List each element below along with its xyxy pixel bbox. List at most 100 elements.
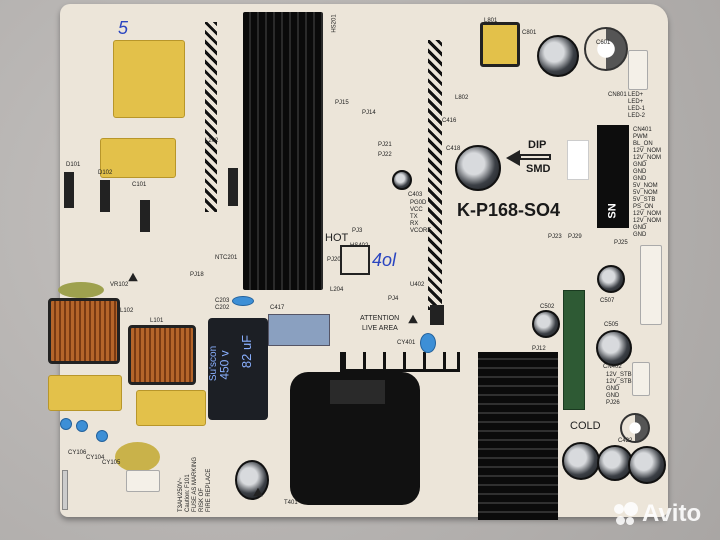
pin-label: GND <box>633 225 647 231</box>
pin-label: PJ26 <box>606 400 620 406</box>
connector-cn402 <box>632 362 650 396</box>
electrolytic-capacitor <box>597 265 625 293</box>
x-capacitor <box>48 375 122 411</box>
ref-designator: CY104 <box>86 455 105 461</box>
ref-designator: L802 <box>455 95 469 101</box>
cold-label: COLD <box>570 420 601 432</box>
ref-designator: C202 <box>215 305 230 311</box>
capacitor-footprint <box>620 413 650 443</box>
ref-designator: NTC201 <box>215 255 238 261</box>
pin-label: GND <box>633 169 647 175</box>
electrolytic-capacitor <box>562 442 600 480</box>
ref-designator: C417 <box>270 305 285 311</box>
ref-designator: PJ25 <box>614 240 628 246</box>
electrolytic-capacitor <box>532 310 560 338</box>
x-capacitor <box>136 390 206 426</box>
ref-designator: VR102 <box>110 282 129 288</box>
dip-label: DIP <box>528 139 547 151</box>
debug-pin-list: PG0D VCC TX RX VCORE <box>410 200 431 235</box>
fuse-warning-line: Caution: F101 <box>185 474 191 512</box>
watermark-brand: Avito <box>642 500 702 527</box>
barcode-sticker <box>567 140 589 180</box>
ref-designator: C418 <box>446 146 461 152</box>
pin-label: 12V_NOM <box>633 148 662 154</box>
fuse-warning-line: T3AH/250V~ <box>178 477 184 512</box>
pin-label: PWM <box>633 134 648 140</box>
ref-designator: L102 <box>120 308 134 314</box>
electrolytic-capacitor <box>455 145 501 191</box>
ref-designator: C422 <box>618 438 633 444</box>
pin-label: VCC <box>410 207 423 213</box>
diode <box>228 168 238 206</box>
ref-designator: C505 <box>604 322 619 328</box>
ref-designator: CY105 <box>102 460 121 466</box>
electrolytic-capacitor <box>537 35 579 77</box>
capacitor-value: 82 uF <box>239 334 255 369</box>
pin-label: GND <box>606 393 620 399</box>
ref-designator: C416 <box>442 118 457 124</box>
ref-designator: U402 <box>410 282 425 288</box>
ref-designator: D101 <box>66 162 81 168</box>
ref-designator: L202 <box>205 138 219 144</box>
cn801-pin-list: LED+ LED+ LED-1 LED-2 <box>628 92 645 120</box>
ref-designator: PJ14 <box>362 110 376 116</box>
pin-label: LED-1 <box>628 106 646 112</box>
pin-label: 12V_NOM <box>633 218 662 224</box>
primary-heatsink <box>243 12 323 290</box>
handwritten-mark: 4ol <box>372 250 397 270</box>
ref-designator: L204 <box>330 287 344 293</box>
pin-label: TX <box>410 214 418 220</box>
ceramic-capacitor <box>60 418 72 430</box>
ref-designator: C203 <box>215 298 230 304</box>
led-driver-inductor <box>480 22 520 67</box>
film-capacitor <box>268 314 330 346</box>
pin-label: GND <box>633 232 647 238</box>
ceramic-capacitor <box>420 333 436 353</box>
cn401-pin-list: PWM BL_ON 12V_NOM 12V_NOM GND GND GND 5V… <box>633 134 661 239</box>
ref-designator: C507 <box>600 298 615 304</box>
fuse-warning-line: FUSE AS MARKING <box>192 456 198 512</box>
diode <box>64 172 74 208</box>
cn402-pin-list: 12V_STB 12V_STB GND GND PJ26 <box>606 372 632 407</box>
x-capacitor <box>100 138 176 178</box>
diode <box>140 200 150 232</box>
fuse-warning-line: FIRE REPLACE <box>206 468 212 512</box>
connector-cn801 <box>628 50 648 90</box>
transformer-core <box>330 380 385 404</box>
pin-label: LED+ <box>628 92 644 98</box>
avito-logo-icon <box>614 500 654 530</box>
ref-designator: CY106 <box>68 450 87 456</box>
arrow-shaft <box>519 154 551 160</box>
ceramic-capacitor <box>232 296 254 306</box>
ref-designator: PJ3 <box>352 228 363 234</box>
daughter-board <box>563 290 585 410</box>
pin-label: GND <box>633 176 647 182</box>
ref-designator: T401 <box>284 500 298 506</box>
ref-designator: PJ15 <box>335 100 349 106</box>
capacitor-voltage: 450 v <box>217 350 232 380</box>
transformer-marking <box>134 53 169 103</box>
ref-designator: HS402 <box>350 243 369 249</box>
fuse-warning-text: T3AH/250V~ Caution: F101 FUSE AS MARKING… <box>178 457 213 512</box>
ref-designator: CY401 <box>397 340 416 346</box>
isolation-hatch-line <box>205 22 217 212</box>
cn801-label: CN801 <box>608 92 627 98</box>
ref-designator: L101 <box>150 318 164 324</box>
arrow-left-icon <box>506 150 520 166</box>
hot-label: HOT <box>325 232 349 244</box>
pin-label: 12V_STB <box>606 372 632 378</box>
ref-designator: C601 <box>596 40 611 46</box>
pin-label: PG0D <box>410 200 427 206</box>
ref-designator: PJ23 <box>548 234 562 240</box>
ref-designator: PJ12 <box>532 346 546 352</box>
ref-designator: PJ18 <box>190 272 204 278</box>
main-bulk-capacitor: 82 uF 450 v Su'scon <box>208 318 268 420</box>
electrolytic-capacitor <box>628 446 666 484</box>
pin-label: PS_ON <box>633 204 654 210</box>
pin-label: BL_ON <box>633 141 653 147</box>
common-mode-choke <box>48 298 120 364</box>
ref-designator: C403 <box>408 192 423 198</box>
ceramic-capacitor <box>96 430 108 442</box>
ref-designator: PJ29 <box>568 234 582 240</box>
pin-label: 5V_STB <box>633 197 656 203</box>
